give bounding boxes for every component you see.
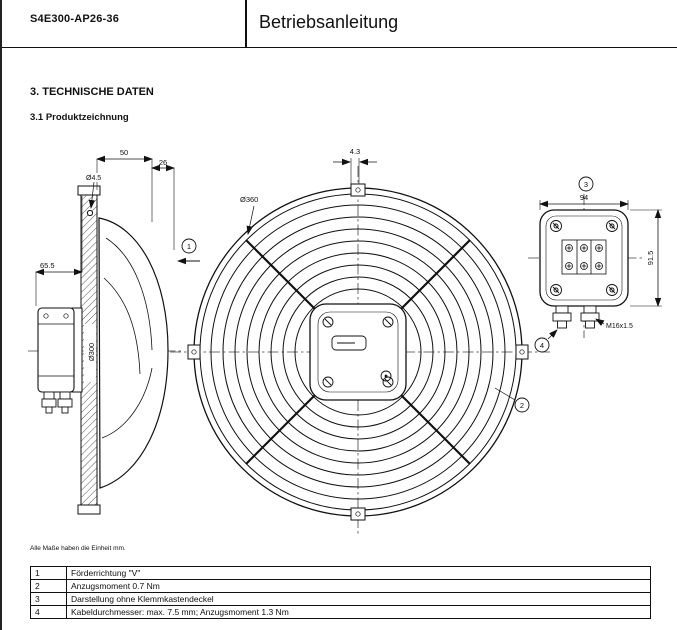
- dim-box-depth-label: 65.5: [40, 261, 55, 270]
- side-view-dim-labels: 50 26 Ø4.5 65.5 Ø300: [40, 148, 167, 382]
- cable-glands-side: [41, 391, 73, 414]
- header-rule: [2, 47, 677, 48]
- callout-4: 4: [534, 329, 558, 353]
- flange-bottom-cap: [77, 504, 101, 515]
- product-drawing: 50 26 Ø4.5 65.5 Ø300 1: [28, 147, 662, 536]
- blade-edge: [101, 367, 153, 439]
- units-note: Alle Maße haben die Einheit mm.: [30, 545, 126, 552]
- terminal-box-side: [37, 307, 75, 393]
- dim-hole-label: Ø4.5: [86, 175, 101, 182]
- doc-number: S4E300-AP26-36: [30, 13, 120, 25]
- gland-thread-label: M16x1.5: [606, 323, 633, 330]
- callout-2: 2: [494, 387, 530, 413]
- page-title: Betriebsanleitung: [259, 12, 399, 32]
- row-number: 3: [30, 592, 67, 606]
- table-row: 1 Förderrichtung "V": [30, 566, 651, 580]
- dim-depth-label: 26: [159, 158, 167, 167]
- row-text: Darstellung ohne Klemmkastendeckel: [66, 592, 651, 606]
- callout-3: 3: [578, 176, 594, 192]
- box-corner-screws: [550, 220, 618, 296]
- blade-edge: [105, 237, 153, 351]
- dim-width-label: 50: [120, 148, 128, 157]
- table-row: 2 Anzugsmoment 0.7 Nm: [30, 579, 651, 593]
- hub-screws: [322, 316, 394, 388]
- blade-edge: [103, 277, 141, 375]
- row-text: Förderrichtung "V": [66, 566, 651, 580]
- dim-box-height-label: 91.5: [646, 251, 655, 266]
- terminal-box-dimensions: [539, 200, 662, 326]
- subsection-heading: 3.1 Produktzeichnung: [30, 112, 129, 123]
- terminal-strip: [561, 239, 607, 275]
- terminal-box-view: [528, 194, 644, 338]
- row-number: 4: [30, 605, 67, 619]
- guard-spokes: [245, 239, 471, 465]
- terminal-box-body: [539, 209, 629, 307]
- side-view-dimensions: [35, 155, 175, 306]
- cover-screw: [43, 313, 49, 319]
- dim-box-width-label: 94: [580, 193, 588, 202]
- cable-glands-detail: [552, 305, 600, 329]
- dim-guard-dia-label: Ø360: [240, 195, 258, 204]
- mounting-hole: [86, 209, 94, 217]
- dim-gap-label: 4.3: [350, 147, 360, 156]
- mounting-tabs: [187, 183, 529, 521]
- row-text: Anzugsmoment 0.7 Nm: [66, 579, 651, 593]
- dim-fan-dia-label: Ø300: [87, 343, 96, 361]
- front-view: [170, 166, 550, 536]
- front-view-dimensions: [246, 158, 377, 235]
- callout-3-number: 3: [584, 180, 588, 189]
- callout-4-number: 4: [540, 341, 544, 350]
- hub-detail-circle: [380, 370, 392, 382]
- row-number: 2: [30, 579, 67, 593]
- callout-1: 1: [177, 238, 200, 265]
- side-view: [28, 185, 184, 515]
- impeller-profile: [98, 217, 169, 489]
- legend-table: 1 Förderrichtung "V" 2 Anzugsmoment 0.7 …: [30, 566, 651, 619]
- row-number: 1: [30, 566, 67, 580]
- callout-1-number: 1: [187, 242, 191, 251]
- motor-hub: [309, 303, 407, 401]
- flange-top-cap: [77, 185, 101, 196]
- callout-2-number: 2: [520, 401, 524, 410]
- table-row: 4 Kabeldurchmesser: max. 7.5 mm; Anzugsm…: [30, 605, 651, 619]
- row-text: Kabeldurchmesser: max. 7.5 mm; Anzugsmom…: [66, 605, 651, 619]
- table-row: 3 Darstellung ohne Klemmkastendeckel: [30, 592, 651, 606]
- cover-screw: [63, 313, 69, 319]
- header-divider: [245, 0, 247, 47]
- section-heading: 3. TECHNISCHE DATEN: [30, 86, 154, 98]
- brand-nameplate: [331, 335, 367, 351]
